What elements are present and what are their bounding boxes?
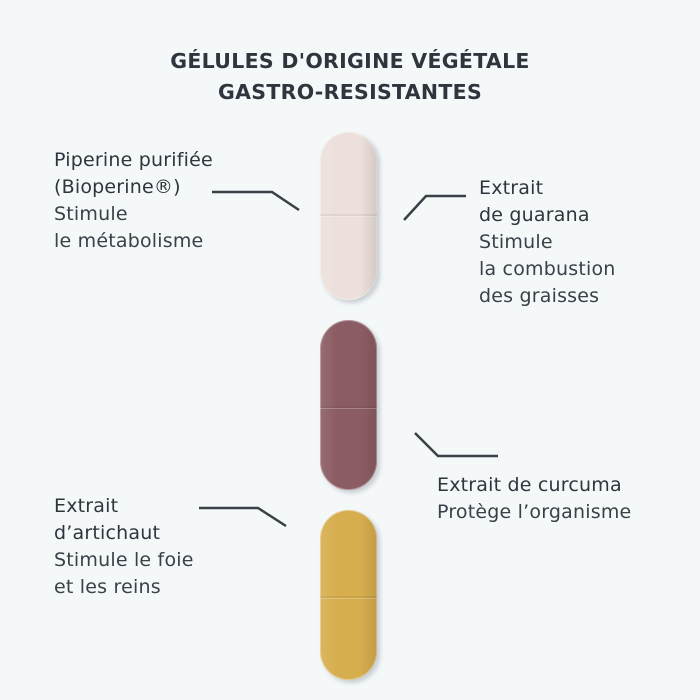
- ingredient-name: d’artichaut: [54, 522, 161, 544]
- ingredient-name: Piperine purifiée: [54, 149, 213, 171]
- ingredient-name: Extrait: [479, 177, 544, 199]
- capsule-shading: [320, 320, 377, 490]
- ingredient-benefit: le métabolisme: [54, 230, 204, 252]
- capsule-seam: [320, 406, 377, 408]
- capsule-seam: [320, 596, 377, 598]
- ingredient-label-piperine: Piperine purifiée (Bioperine®) Stimule l…: [54, 147, 213, 255]
- ingredient-benefit: Stimule: [54, 203, 128, 225]
- ingredient-benefit: Protège l’organisme: [437, 501, 632, 523]
- connector-guarana: [403, 194, 466, 221]
- red-capsule: [320, 320, 377, 490]
- connector-curcuma: [414, 432, 498, 458]
- ingredient-name: Extrait de curcuma: [437, 474, 622, 496]
- ingredient-label-artichaut: Extrait d’artichaut Stimule le foie et l…: [54, 493, 194, 601]
- ingredient-label-guarana: Extrait de guarana Stimule la combustion…: [479, 175, 616, 310]
- title-line-1: GÉLULES D'ORIGINE VÉGÉTALE: [170, 49, 530, 73]
- connector-piperine: [212, 190, 300, 212]
- ingredient-benefit: des graisses: [479, 285, 600, 307]
- capsule-shading: [320, 132, 377, 300]
- connector-artichaut: [199, 506, 287, 528]
- ingredient-benefit: Stimule le foie: [54, 549, 194, 571]
- ingredient-benefit: la combustion: [479, 258, 616, 280]
- yellow-capsule: [320, 510, 377, 680]
- page-title: GÉLULES D'ORIGINE VÉGÉTALE GASTRO-RESIST…: [0, 46, 700, 108]
- white-capsule: [320, 132, 377, 300]
- capsule-seam: [320, 214, 377, 216]
- ingredient-benefit: et les reins: [54, 576, 161, 598]
- capsule-shading: [320, 510, 377, 680]
- ingredient-name: de guarana: [479, 204, 590, 226]
- ingredient-benefit: Stimule: [479, 231, 553, 253]
- ingredient-name: Extrait: [54, 495, 119, 517]
- ingredient-label-curcuma: Extrait de curcuma Protège l’organisme: [437, 472, 631, 526]
- title-line-2: GASTRO-RESISTANTES: [217, 80, 483, 104]
- ingredient-name: (Bioperine®): [54, 176, 181, 198]
